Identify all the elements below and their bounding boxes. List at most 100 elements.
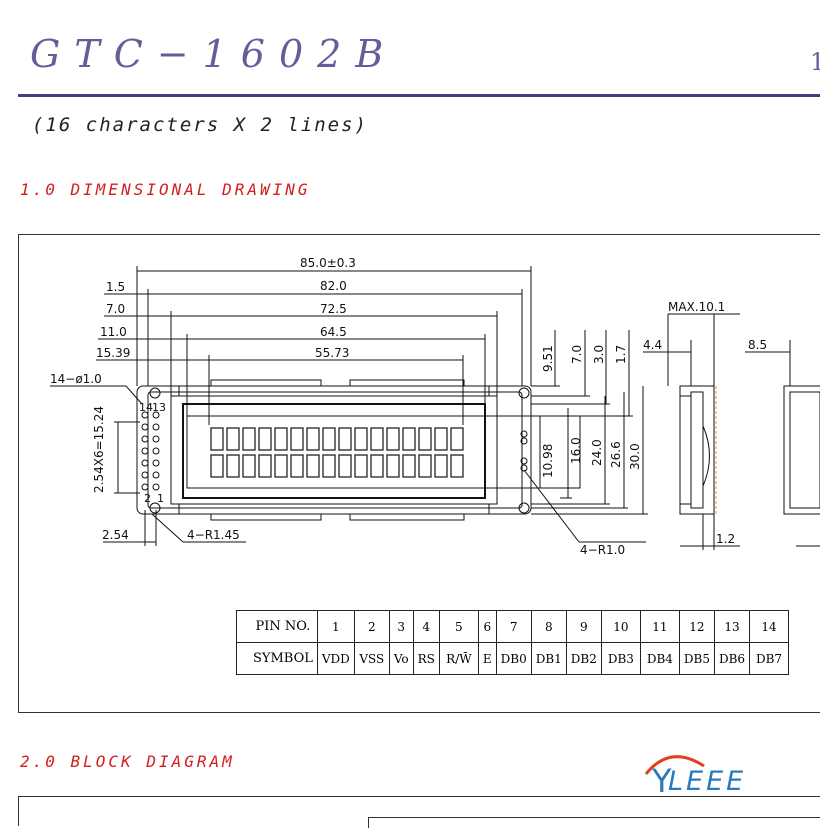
drawing-frame: [18, 234, 820, 713]
block-diagram-frame: [18, 796, 820, 826]
character-cell: [290, 454, 304, 478]
pin-table: PIN NO. 1 2 3 4 5 6 7 8 9 10 11 12 13 14…: [236, 610, 790, 675]
dim-26-6: 26.6: [609, 441, 623, 468]
pin-symbol-header: SYMBOL: [236, 642, 318, 675]
character-cell: [370, 427, 384, 451]
dim-overall-width: 85.0±0.3: [300, 256, 356, 270]
pin-symbol-cell: DB2: [565, 642, 602, 675]
header-pin: [141, 423, 149, 431]
pin-number-header: PIN NO.: [236, 610, 318, 643]
character-cell: [322, 454, 336, 478]
dim-side-4-4: 4.4: [643, 338, 662, 352]
pin-symbol-cell: DB6: [713, 642, 751, 675]
dim-v1-7: 1.7: [614, 345, 628, 364]
dim-7-0: 7.0: [106, 302, 125, 316]
dim-pin-pitch: 2.54X6=15.24: [92, 406, 106, 493]
pin-number-row: PIN NO. 1 2 3 4 5 6 7 8 9 10 11 12 13 14: [236, 610, 790, 643]
pin-number-cell: 1: [316, 610, 355, 643]
dim-82: 82.0: [320, 279, 347, 293]
pin-label-1: 1: [157, 492, 164, 505]
header-pin: [152, 459, 160, 467]
header-pin: [152, 447, 160, 455]
character-cell: [274, 427, 288, 451]
pin-number-cell: 2: [353, 610, 390, 643]
pin-number-cell: 5: [438, 610, 479, 643]
header-pin: [152, 435, 160, 443]
pin-symbol-cell: DB3: [600, 642, 641, 675]
header-pin: [141, 435, 149, 443]
dim-24-0: 24.0: [590, 439, 604, 466]
pin-symbol-cell: DB4: [639, 642, 680, 675]
character-cell: [274, 454, 288, 478]
header-pin: [152, 471, 160, 479]
character-cell: [258, 454, 272, 478]
dim-10-98: 10.98: [541, 444, 555, 478]
pin-number-cell: 7: [495, 610, 532, 643]
pin-number-cell: 4: [412, 610, 440, 643]
character-cell: [338, 427, 352, 451]
dim-hole-radius: 4−R1.0: [580, 543, 625, 557]
section-heading-dimensional: 1.0 DIMENSIONAL DRAWING: [20, 180, 311, 199]
dim-max-thickness: MAX.10.1: [668, 300, 725, 314]
pin-number-cell: 3: [388, 610, 414, 643]
block-diagram-inner-frame: [368, 817, 820, 828]
pin-symbol-cell: DB5: [678, 642, 715, 675]
header-pin: [141, 459, 149, 467]
character-cell: [226, 454, 240, 478]
pin-symbol-cell: DB0: [495, 642, 532, 675]
pin-symbol-cell: R/W̄: [438, 642, 479, 675]
character-cell: [450, 454, 464, 478]
pin-symbol-cell: RS: [412, 642, 440, 675]
character-cell: [210, 454, 224, 478]
dim-1-5: 1.5: [106, 280, 125, 294]
pin-number-cell: 13: [713, 610, 751, 643]
page-number: 1: [810, 48, 820, 76]
document-title: GTC−1602B: [30, 32, 398, 76]
dim-55-73: 55.73: [315, 346, 349, 360]
pin-symbol-cell: Vo: [388, 642, 414, 675]
character-cell: [354, 454, 368, 478]
pin-label-2: 2: [144, 492, 151, 505]
character-cell: [450, 427, 464, 451]
document-subtitle: (16 characters X 2 lines): [32, 114, 368, 136]
pin-label-14: 14: [139, 401, 153, 414]
character-cell: [290, 427, 304, 451]
pin-number-cell: 11: [639, 610, 680, 643]
logo-text: LEEE: [668, 766, 747, 797]
header-pin: [152, 411, 160, 419]
character-cell: [434, 454, 448, 478]
pin-number-cell: 10: [600, 610, 641, 643]
header-rule: [18, 94, 820, 97]
header-pin: [141, 411, 149, 419]
character-cell: [354, 427, 368, 451]
dim-72-5: 72.5: [320, 302, 347, 316]
character-cell: [306, 427, 320, 451]
dim-16-0: 16.0: [569, 437, 583, 464]
character-cell: [386, 427, 400, 451]
pin-number-cell: 6: [477, 610, 497, 643]
pin-symbol-cell: DB1: [530, 642, 567, 675]
dim-side-8-5: 8.5: [748, 338, 767, 352]
pin-number-cell: 8: [530, 610, 567, 643]
dim-30-0: 30.0: [628, 443, 642, 470]
dim-11-0: 11.0: [100, 325, 127, 339]
header-pin: [141, 471, 149, 479]
dim-pin-spacing: 2.54: [102, 528, 129, 542]
character-cell: [402, 427, 416, 451]
dim-v3-0: 3.0: [592, 345, 606, 364]
dim-hole-count: 14−ø1.0: [50, 372, 102, 386]
character-cell: [386, 454, 400, 478]
character-cell: [402, 454, 416, 478]
character-cell: [258, 427, 272, 451]
pin-symbol-cell: VSS: [353, 642, 390, 675]
pin-number-cell: 12: [678, 610, 715, 643]
pin-number-cell: 14: [749, 610, 790, 643]
pin-symbol-cell: DB7: [749, 642, 790, 675]
pin-symbol-row: SYMBOL VDD VSS Vo RS R/W̄ E DB0 DB1 DB2 …: [236, 642, 790, 675]
character-cell: [338, 454, 352, 478]
dimensional-drawing: 85.0±0.3 82.0 72.5 64.5 55.73 1.5 7.0 11…: [50, 256, 820, 557]
dim-corner-radius: 4−R1.45: [187, 528, 240, 542]
character-cell: [418, 427, 432, 451]
header-pin: [152, 423, 160, 431]
pin-label-13: 13: [152, 401, 166, 414]
